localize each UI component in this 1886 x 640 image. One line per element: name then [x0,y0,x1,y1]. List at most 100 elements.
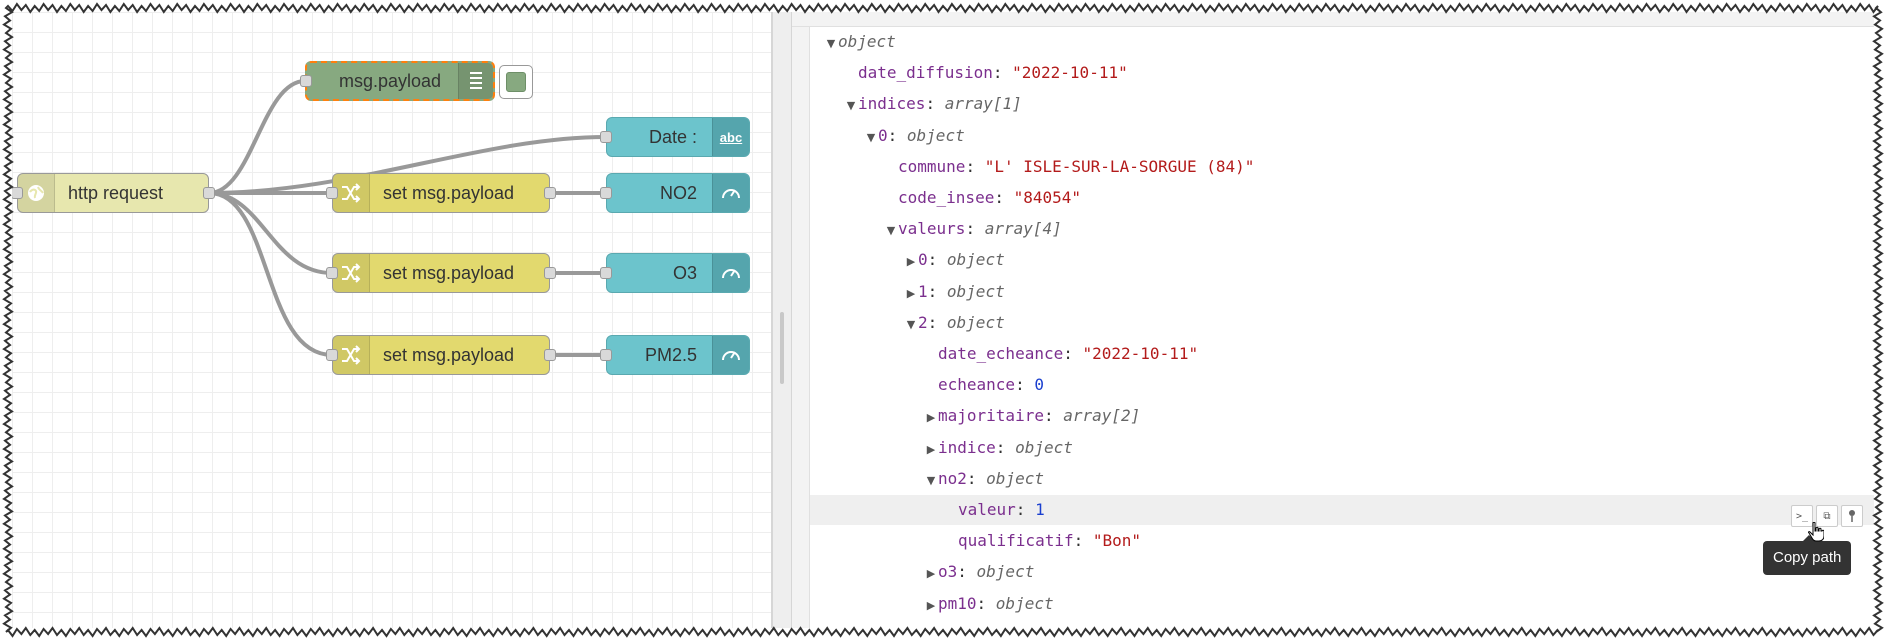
tree-key: 0 [878,125,888,145]
flow-canvas[interactable]: http request msg.payload set msg.payload [12,12,772,628]
tree-value: "2022-10-11" [1082,344,1199,363]
splitter-handle[interactable] [780,312,784,384]
ui-text-date-node[interactable]: Date : abc [606,117,750,157]
change-node-3[interactable]: set msg.payload [332,335,550,375]
tree-separator: : [994,188,1014,207]
tree-key: 0 [918,250,928,270]
tree-row[interactable]: ▼indices: array[1] [810,89,1874,119]
sidebar-header-strip [792,12,1874,27]
tree-separator: : [927,312,947,332]
caret-right-icon[interactable]: ▶ [926,411,936,425]
tree-value: "84054" [1013,188,1082,207]
tree-row[interactable]: ▶indice: object [810,433,1874,463]
tree-separator: : [976,593,996,613]
sidebar-splitter[interactable] [772,12,792,628]
ui-pm25-input-port[interactable] [600,349,612,361]
tree-row: code_insee: "84054" [810,183,1874,213]
tree-key: date_diffusion [858,63,993,83]
caret-right-icon[interactable]: ▶ [906,255,916,269]
change-2-input-port[interactable] [326,267,338,279]
tree-value: object [946,312,1005,332]
hand-cursor-icon [1808,522,1824,542]
row-action-buttons: >_ ⧉ [1791,505,1863,527]
tree-value: array[4] [984,219,1062,239]
tree-key: o3 [938,562,958,582]
tree-row: valeur: 1 [810,495,1874,525]
tree-separator: : [1015,500,1036,519]
caret-down-icon[interactable]: ▼ [886,224,896,238]
node-label: msg.payload [339,70,442,91]
tree-row[interactable]: ▶o3: object [810,557,1874,587]
change-3-output-port[interactable] [544,349,556,361]
sidebar-scrollbar[interactable] [792,12,810,628]
caret-right-icon[interactable]: ▶ [926,442,936,456]
tree-value: object [995,593,1054,613]
wires-layer [208,79,607,357]
http-request-output-port[interactable] [203,187,215,199]
tree-row[interactable]: ▶majoritaire: array[2] [810,401,1874,431]
tree-key: echeance [938,375,1016,395]
tree-key: indice [938,437,996,457]
ui-gauge-o3-node[interactable]: O3 [606,253,750,293]
tree-separator: : [965,156,985,176]
ui-date-input-port[interactable] [600,131,612,143]
change-node-2[interactable]: set msg.payload [332,253,550,293]
caret-right-icon[interactable]: ▶ [926,598,936,612]
wire-http-to-debug[interactable] [208,79,306,195]
node-label: set msg.payload [383,344,515,365]
tree-separator: : [927,281,947,301]
change-3-input-port[interactable] [326,349,338,361]
ui-o3-input-port[interactable] [600,267,612,279]
wire-http-to-change3[interactable] [208,191,333,357]
change-1-output-port[interactable] [544,187,556,199]
caret-down-icon[interactable]: ▼ [846,99,856,113]
shuffle-icon [333,336,370,374]
change-2-output-port[interactable] [544,267,556,279]
tree-row[interactable]: ▶0: object [810,245,1874,275]
ui-no2-input-port[interactable] [600,187,612,199]
wire-http-to-change2[interactable] [208,191,333,275]
node-label: PM2.5 [644,344,697,365]
tree-value: object [986,468,1044,488]
gauge-icon [712,254,749,292]
node-label: set msg.payload [383,262,515,283]
caret-right-icon[interactable]: ▶ [926,567,936,581]
tree-key: date_echeance [938,344,1064,363]
gauge-icon [712,174,749,212]
change-node-1[interactable]: set msg.payload [332,173,550,213]
caret-down-icon[interactable]: ▼ [866,130,876,144]
ui-gauge-pm25-node[interactable]: PM2.5 [606,335,750,375]
caret-down-icon[interactable]: ▼ [906,317,916,331]
debug-node[interactable]: msg.payload [305,61,495,101]
ui-gauge-no2-node[interactable]: NO2 [606,173,750,213]
caret-down-icon[interactable]: ▼ [926,473,936,487]
http-request-node[interactable]: http request [17,173,209,213]
tree-row[interactable]: ▼no2: object [810,464,1874,494]
tree-row[interactable]: ▶1: object [810,277,1874,307]
tree-separator: : [957,562,977,582]
pin-button[interactable] [1841,505,1863,527]
tree-value: array[1] [944,94,1022,114]
tree-row[interactable]: ▼0: object [810,121,1874,151]
http-request-input-port[interactable] [12,187,23,199]
tree-key: code_insee [898,188,995,207]
debug-toggle-button[interactable] [499,65,533,99]
tree-separator: : [1073,531,1093,551]
tree-row: qualificatif: "Bon" [810,526,1874,556]
tree-row[interactable]: ▶pm10: object [810,589,1874,619]
pin-icon [1849,510,1855,522]
tree-key: qualificatif [958,531,1074,551]
tree-separator: : [1015,375,1035,395]
tree-row[interactable]: ▼object [810,27,1874,57]
tree-key: 2 [918,312,928,332]
change-1-input-port[interactable] [326,187,338,199]
caret-right-icon[interactable]: ▶ [906,286,916,300]
debug-input-port[interactable] [300,75,312,87]
tree-separator: : [925,94,945,114]
node-label: set msg.payload [383,182,515,203]
caret-down-icon[interactable]: ▼ [826,37,836,50]
tree-row[interactable]: ▼valeurs: array[4] [810,214,1874,244]
tree-row[interactable]: ▼2: object [810,308,1874,338]
